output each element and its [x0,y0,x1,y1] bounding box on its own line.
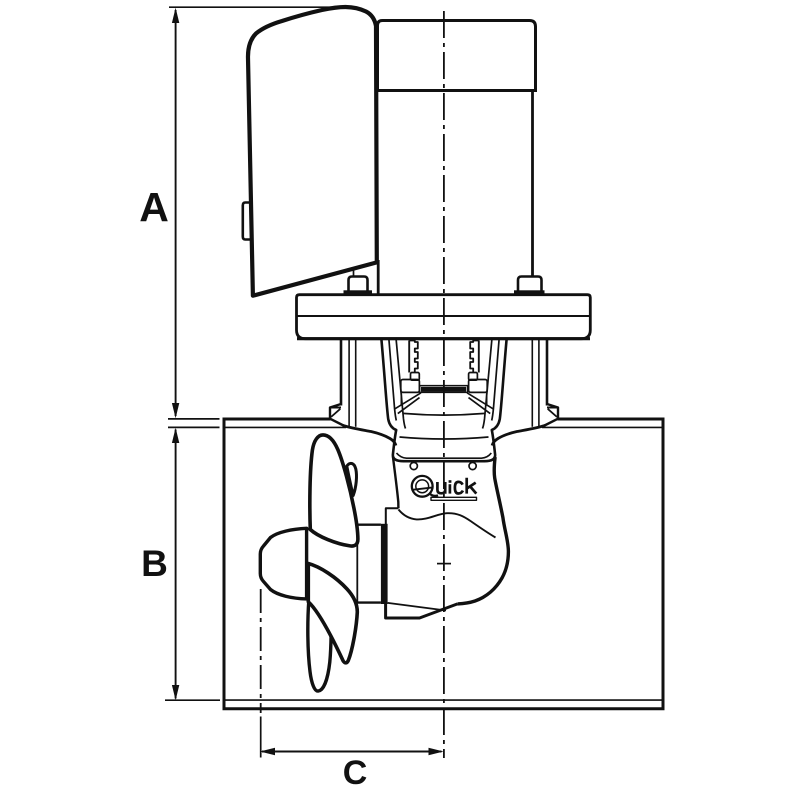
svg-text:B: B [141,543,168,584]
svg-text:A: A [139,184,169,230]
svg-text:C: C [343,754,368,792]
